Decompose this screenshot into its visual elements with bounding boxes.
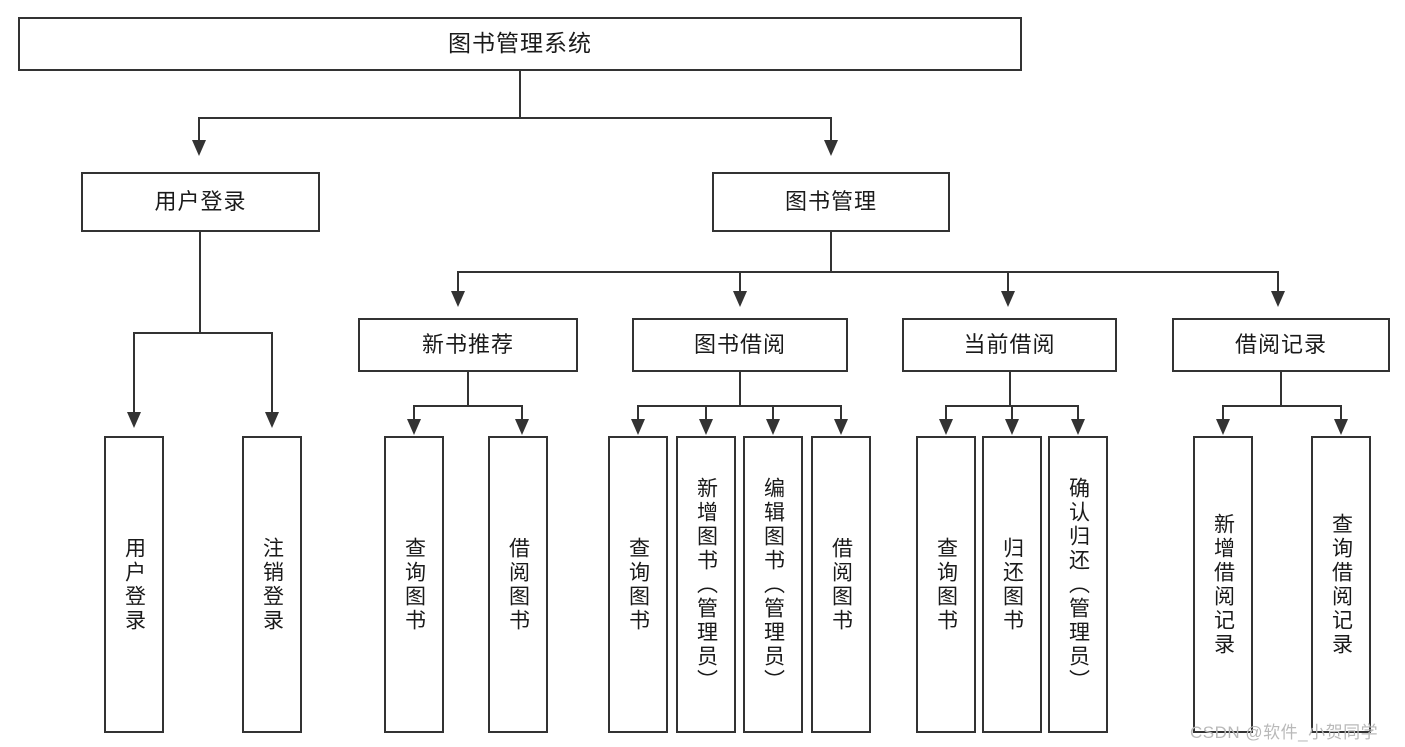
leaf-current-borrow-1[interactable]: 归还图书 [982,436,1042,733]
csdn-watermark: CSDN @软件_小贺同学 [1190,723,1379,742]
connector-new-book-recommend-leaf-1 [413,405,415,421]
leaf-user-login-1-label: 注销登录 [260,536,284,633]
arrow-to-current-borrow [1001,291,1015,307]
arrow-borrow-record-leaf-1 [1216,419,1230,435]
arrow-user-login-leaf-1 [127,412,141,428]
leaf-book-borrow-0[interactable]: 查询图书 [608,436,668,733]
node-root-label: 图书管理系统 [448,30,592,57]
arrow-to-book-borrow [733,291,747,307]
arrow-borrow-record-leaf-2 [1334,419,1348,435]
node-user-login-label: 用户登录 [154,189,247,215]
connector-book-borrow-bar [637,405,841,407]
connector-current-borrow-stem [1009,372,1011,406]
node-book-borrow[interactable]: 图书借阅 [632,318,848,372]
node-book-management[interactable]: 图书管理 [712,172,950,232]
leaf-user-login-0[interactable]: 用户登录 [104,436,164,733]
leaf-book-borrow-2-label: 编辑图书（管理员） [761,476,785,693]
connector-book-borrow-leaf-4 [840,405,842,421]
leaf-book-borrow-1-label: 新增图书（管理员） [694,476,718,693]
node-new-book-recommend[interactable]: 新书推荐 [358,318,578,372]
connector-user-login-leaf-1 [133,332,135,414]
arrow-book-borrow-leaf-4 [834,419,848,435]
connector-book-borrow-stem [739,372,741,406]
leaf-current-borrow-2-label: 确认归还（管理员） [1066,476,1090,693]
connector-user-login-stem [199,232,201,333]
node-root-book-management-system[interactable]: 图书管理系统 [18,17,1022,71]
connector-book-borrow-leaf-3 [772,405,774,421]
leaf-new-book-recommend-1-label: 借阅图书 [506,536,530,633]
arrow-book-borrow-leaf-3 [766,419,780,435]
connector-new-book-recommend-leaf-2 [521,405,523,421]
leaf-book-borrow-3-label: 借阅图书 [829,536,853,633]
arrow-user-login-leaf-2 [265,412,279,428]
connector-to-book-borrow [739,271,741,293]
connector-new-book-recommend-bar [413,405,523,407]
leaf-borrow-record-1-label: 查询借阅记录 [1329,512,1353,657]
connector-book-borrow-leaf-2 [705,405,707,421]
connector-borrow-record-bar [1222,405,1342,407]
arrow-root-to-book-manage [824,140,838,156]
connector-current-borrow-leaf-3 [1077,405,1079,421]
leaf-current-borrow-0[interactable]: 查询图书 [916,436,976,733]
node-user-login[interactable]: 用户登录 [81,172,320,232]
connector-book-manage-stem [830,232,832,272]
node-borrow-record[interactable]: 借阅记录 [1172,318,1390,372]
connector-current-borrow-leaf-2 [1011,405,1013,421]
connector-to-new-book-recommend [457,271,459,293]
arrow-book-borrow-leaf-1 [631,419,645,435]
leaf-borrow-record-1[interactable]: 查询借阅记录 [1311,436,1371,733]
leaf-current-borrow-1-label: 归还图书 [1000,536,1024,633]
leaf-new-book-recommend-0[interactable]: 查询图书 [384,436,444,733]
node-new-book-recommend-label: 新书推荐 [421,332,514,358]
connector-new-book-recommend-stem [467,372,469,406]
arrow-current-borrow-leaf-1 [939,419,953,435]
node-book-borrow-label: 图书借阅 [693,332,786,358]
connector-borrow-record-leaf-2 [1340,405,1342,421]
arrow-new-book-recommend-leaf-1 [407,419,421,435]
arrow-to-new-book-recommend [451,291,465,307]
connector-book-manage-bar [457,271,1279,273]
leaf-new-book-recommend-0-label: 查询图书 [402,536,426,633]
leaf-book-borrow-1[interactable]: 新增图书（管理员） [676,436,736,733]
leaf-new-book-recommend-1[interactable]: 借阅图书 [488,436,548,733]
leaf-book-borrow-0-label: 查询图书 [626,536,650,633]
leaf-user-login-0-label: 用户登录 [122,536,146,633]
leaf-book-borrow-2[interactable]: 编辑图书（管理员） [743,436,803,733]
leaf-borrow-record-0[interactable]: 新增借阅记录 [1193,436,1253,733]
connector-borrow-record-leaf-1 [1222,405,1224,421]
arrow-current-borrow-leaf-3 [1071,419,1085,435]
connector-book-borrow-leaf-1 [637,405,639,421]
connector-borrow-record-stem [1280,372,1282,406]
leaf-current-borrow-2[interactable]: 确认归还（管理员） [1048,436,1108,733]
connector-to-borrow-record [1277,271,1279,293]
arrow-new-book-recommend-leaf-2 [515,419,529,435]
node-current-borrow[interactable]: 当前借阅 [902,318,1117,372]
leaf-book-borrow-3[interactable]: 借阅图书 [811,436,871,733]
connector-root-bar [198,117,832,119]
leaf-current-borrow-0-label: 查询图书 [934,536,958,633]
connector-user-login-bar [133,332,272,334]
arrow-current-borrow-leaf-2 [1005,419,1019,435]
connector-root-to-user-login [198,117,200,142]
node-current-borrow-label: 当前借阅 [963,332,1056,358]
connector-user-login-leaf-2 [271,332,273,414]
arrow-book-borrow-leaf-2 [699,419,713,435]
connector-root-to-book-manage [830,117,832,142]
arrow-root-to-user-login [192,140,206,156]
leaf-user-login-1[interactable]: 注销登录 [242,436,302,733]
connector-current-borrow-leaf-1 [945,405,947,421]
connector-to-current-borrow [1007,271,1009,293]
node-book-management-label: 图书管理 [784,189,877,215]
arrow-to-borrow-record [1271,291,1285,307]
connector-root-stem [519,71,521,118]
node-borrow-record-label: 借阅记录 [1234,332,1327,358]
leaf-borrow-record-0-label: 新增借阅记录 [1211,512,1235,657]
